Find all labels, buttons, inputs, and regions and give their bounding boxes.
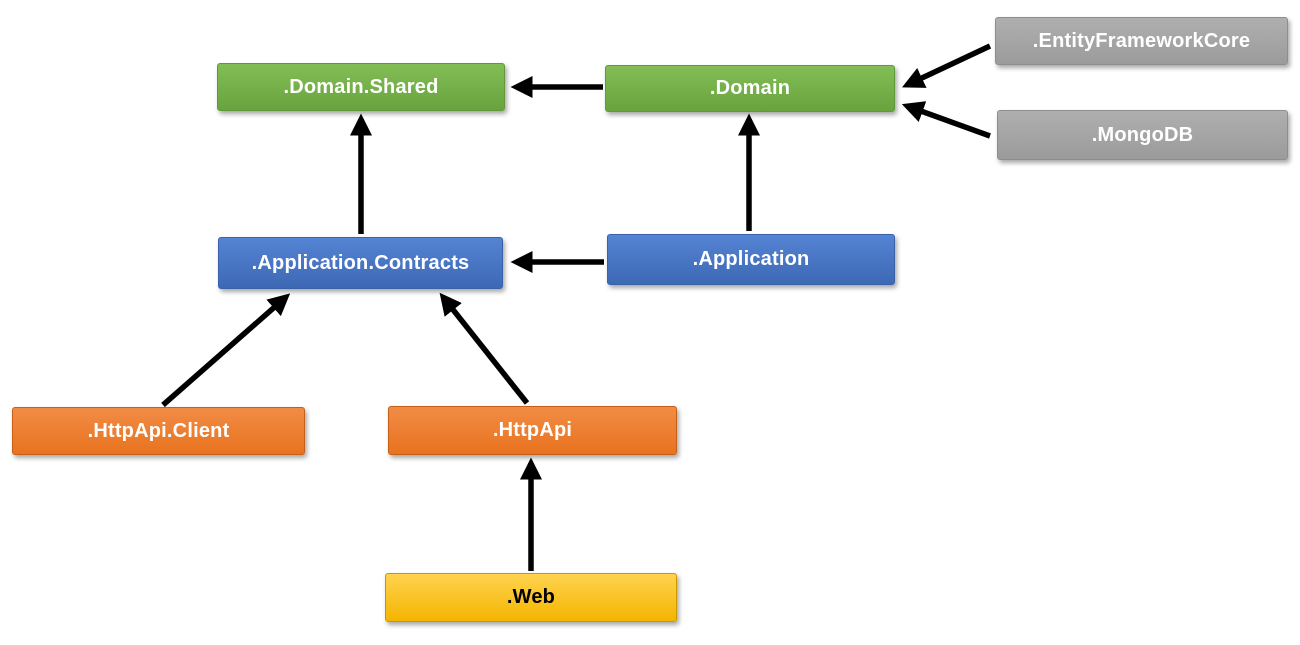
dependency-arrows	[161, 43, 992, 571]
node-mongodb: .MongoDB	[997, 110, 1288, 160]
node-label: .Domain	[709, 77, 791, 99]
node-application-contracts: .Application.Contracts	[218, 237, 503, 289]
node-label: .EntityFrameworkCore	[1032, 29, 1251, 52]
edge-httpapi-to-application-contracts	[439, 292, 530, 405]
node-entityframeworkcore: .EntityFrameworkCore	[995, 17, 1288, 65]
edge-entityframeworkcore-to-domain	[902, 43, 992, 88]
node-label: .Application	[692, 248, 810, 270]
node-label: .MongoDB	[1091, 123, 1194, 146]
node-domain: .Domain	[605, 65, 895, 112]
node-label: .HttpApi.Client	[87, 419, 230, 442]
node-label: .Web	[506, 586, 556, 608]
edge-httpapi-client-to-application-contracts	[161, 293, 291, 408]
node-application: .Application	[607, 234, 895, 285]
node-label: .HttpApi	[492, 419, 573, 441]
node-httpapi-client: .HttpApi.Client	[12, 407, 305, 455]
node-web: .Web	[385, 573, 677, 622]
node-label: .Application.Contracts	[251, 251, 470, 274]
node-label: .Domain.Shared	[283, 75, 439, 98]
node-domain-shared: .Domain.Shared	[217, 63, 505, 111]
edge-mongodb-to-domain	[901, 101, 991, 139]
node-httpapi: .HttpApi	[388, 406, 677, 455]
